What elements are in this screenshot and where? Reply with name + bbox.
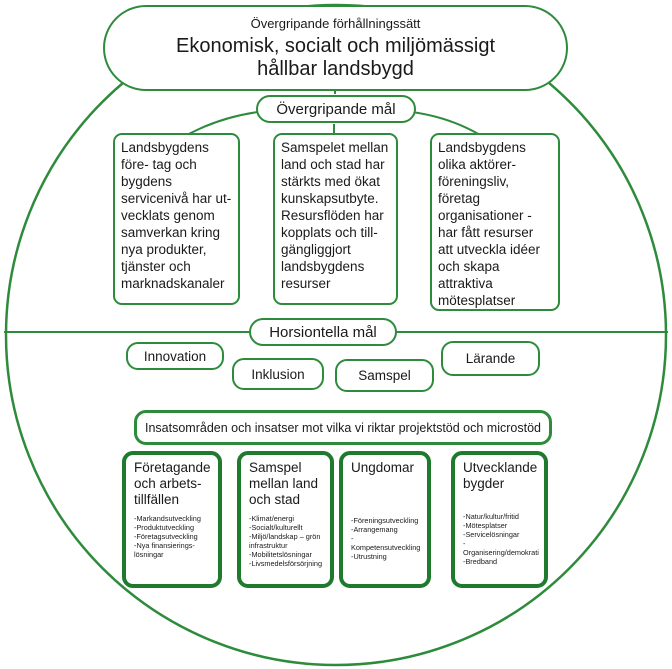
focus-area-item: Utrustning [351, 552, 419, 561]
goal-box-3: Landsbygdens olika aktörer- föreningsliv… [430, 133, 560, 311]
focus-area-item: Klimat/energi [249, 514, 322, 523]
goal-box-2: Samspelet mellan land och stad har stärk… [273, 133, 398, 305]
focus-area-item: Företagsutveckling [134, 532, 210, 541]
focus-area-item: Arrangemang [351, 525, 419, 534]
overall-goals-title: Övergripande mål [256, 95, 416, 123]
horizontal-goals-label: Horsiontella mål [269, 323, 377, 341]
focus-area-item: Servicelösningar [463, 530, 536, 539]
focus-area-title: Företagande och arbets- tillfällen [134, 460, 211, 507]
goal-3-text: Landsbygdens olika aktörer- föreningsliv… [438, 140, 541, 308]
focus-area-items: Natur/kultur/fritid Mötesplatser Service… [463, 512, 539, 566]
focus-area-item: Produktutveckling [134, 523, 210, 532]
horizontal-goal-label: Samspel [358, 368, 411, 383]
horizontal-goal-inklusion: Inklusion [232, 358, 324, 390]
focus-area-item: Natur/kultur/fritid [463, 512, 536, 521]
goal-1-text: Landsbygdens före- tag och bygdens servi… [121, 140, 232, 291]
focus-area-item: Markandsutveckling [134, 514, 210, 523]
header-subtitle: Övergripande förhållningssätt [250, 15, 421, 31]
focus-area-items: Föreningsutveckling Arrangemang Kompeten… [351, 516, 420, 561]
focus-area-item: Föreningsutveckling [351, 516, 419, 525]
overall-goals-label: Övergripande mål [276, 100, 396, 118]
focus-areas-title: Insatsområden och insatser mot vilka vi … [134, 410, 552, 445]
header-title-line1: Ekonomisk, socialt och miljömässigt [176, 34, 495, 57]
focus-area-item: Kompetensutveckling [351, 534, 420, 552]
focus-area-items: Klimat/energi Socialt/kulturellt Miljö/l… [249, 514, 322, 568]
horizontal-goal-innovation: Innovation [126, 342, 224, 370]
horizontal-goal-larande: Lärande [441, 341, 540, 376]
focus-area-title: Samspel mellan land och stad [249, 460, 319, 507]
focus-area-bygder: Utvecklande bygder Natur/kultur/fritid M… [451, 451, 548, 588]
focus-area-title: Utvecklande bygder [463, 460, 538, 491]
horizontal-goal-samspel: Samspel [335, 359, 434, 392]
focus-area-item: Bredband [463, 557, 536, 566]
focus-area-item: Livsmedelsförsörjning [249, 559, 322, 568]
focus-area-ungdomar: Ungdomar Föreningsutveckling Arrangemang… [339, 451, 431, 588]
focus-area-item: Socialt/kulturellt [249, 523, 322, 532]
focus-area-item: Mötesplatser [463, 521, 536, 530]
horizontal-goal-label: Lärande [465, 351, 516, 366]
focus-area-item: Organisering/demokrati [463, 539, 539, 557]
focus-areas-label: Insatsområden och insatser mot vilka vi … [145, 420, 541, 435]
focus-area-item: Mobilitetslösningar [249, 550, 322, 559]
focus-area-foretagande: Företagande och arbets- tillfällen Marka… [122, 451, 222, 588]
goal-2-text: Samspelet mellan land och stad har stärk… [281, 140, 389, 291]
header-title-line2: hållbar landsbygd [257, 57, 414, 80]
header-pill: Övergripande förhållningssätt Ekonomisk,… [103, 5, 568, 91]
horizontal-goals-title: Horsiontella mål [249, 318, 397, 346]
focus-area-item: Miljö/landskap – grön infrastruktur [249, 532, 322, 550]
goal-box-1: Landsbygdens före- tag och bygdens servi… [113, 133, 240, 305]
horizontal-goal-label: Innovation [143, 348, 207, 364]
focus-area-item: Nya finansierings- lösningar [134, 541, 210, 559]
horizontal-goal-label: Inklusion [251, 366, 305, 382]
focus-area-items: Markandsutveckling Produktutveckling För… [134, 514, 210, 559]
focus-area-title: Ungdomar [351, 460, 415, 475]
focus-area-samspel: Samspel mellan land och stad Klimat/ener… [237, 451, 334, 588]
